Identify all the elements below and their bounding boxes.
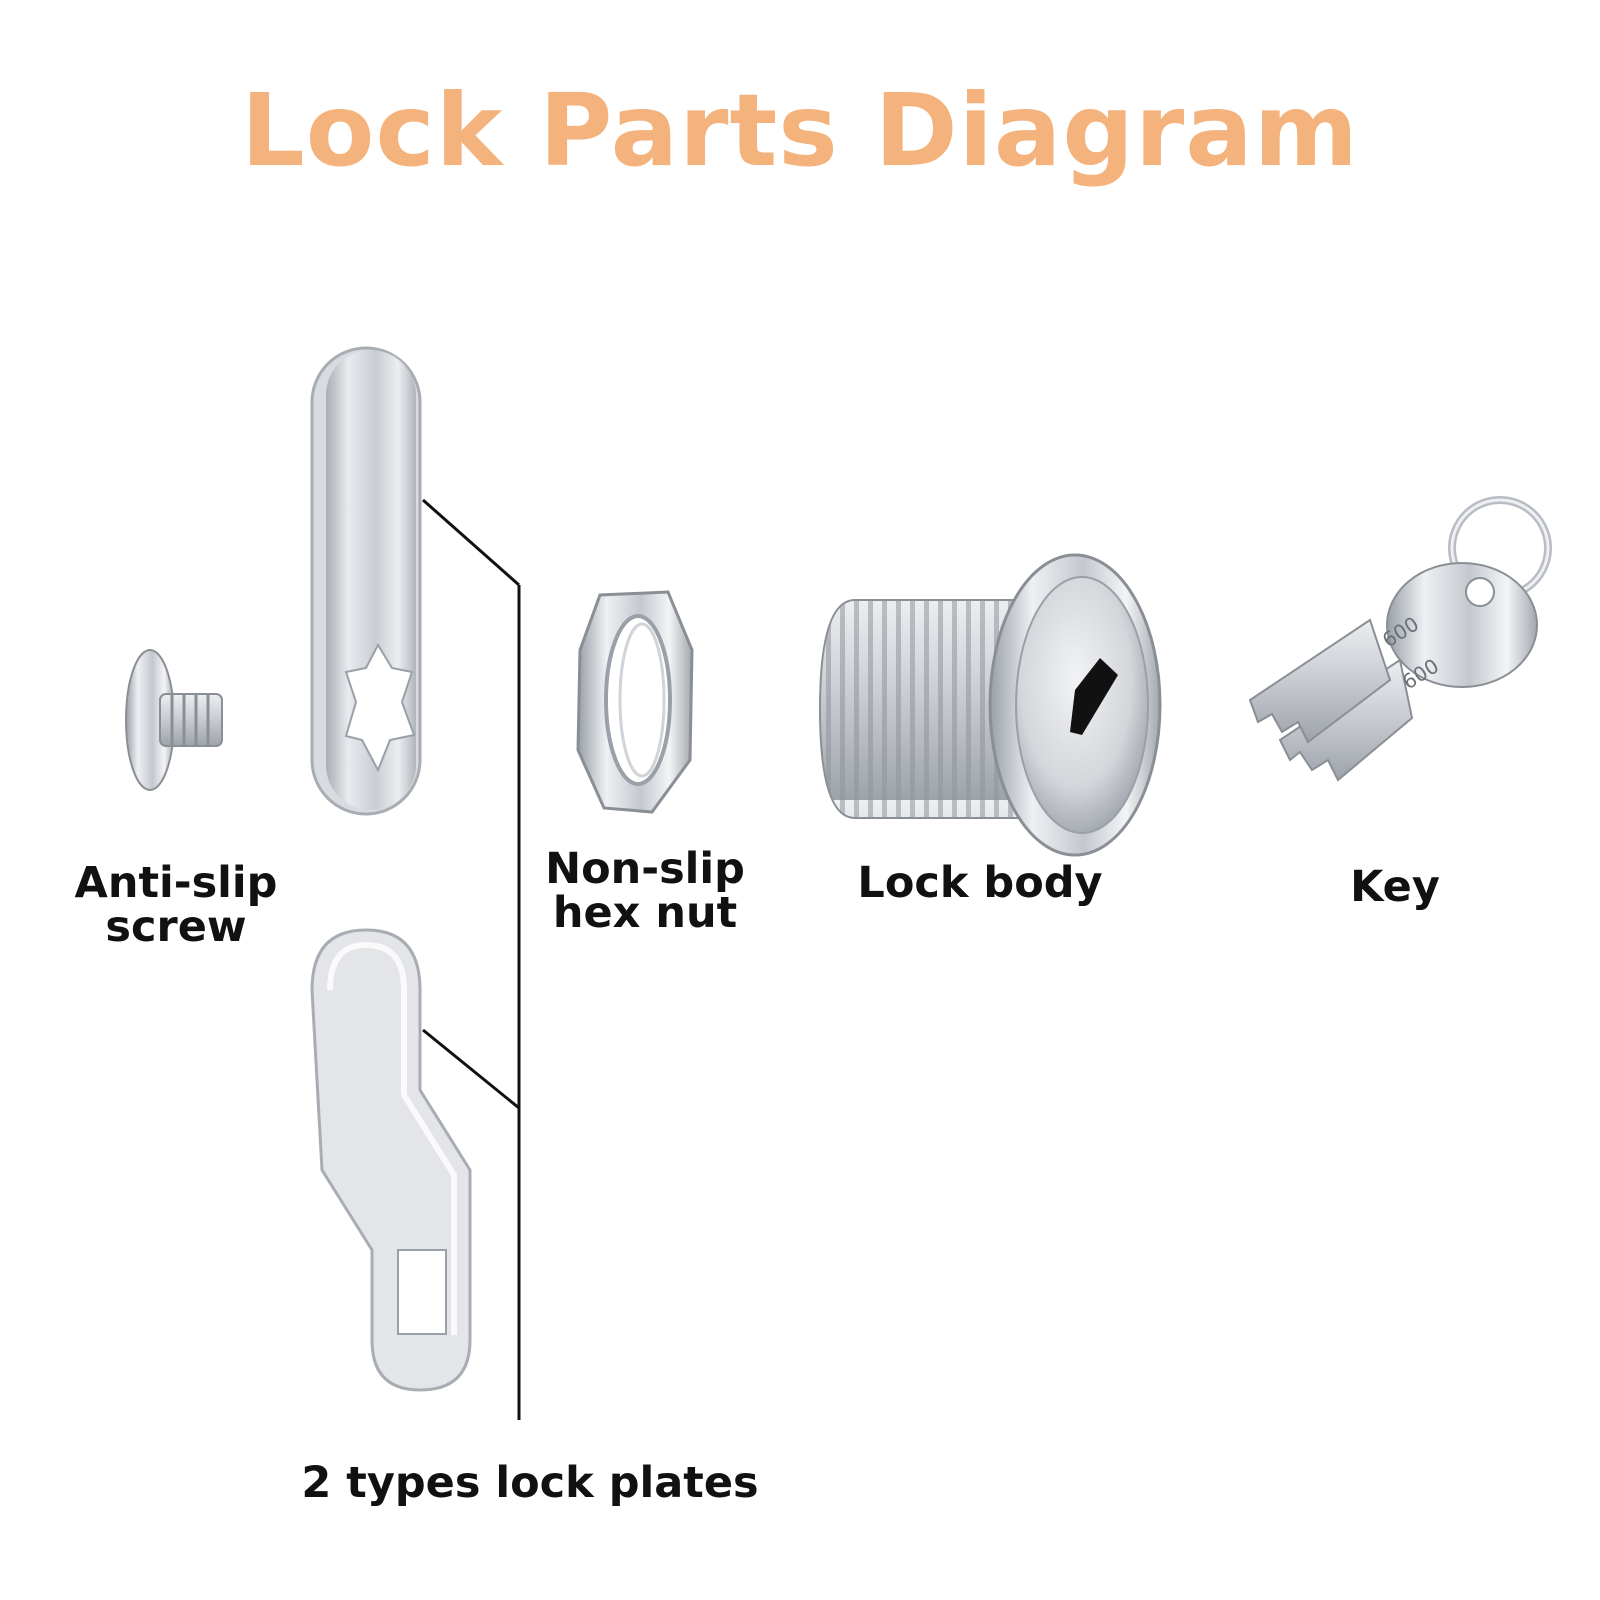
label-anti-slip-screw: Anti-slip screw <box>6 862 346 950</box>
hex-nut-icon <box>578 592 692 812</box>
screw-icon <box>126 650 222 790</box>
lock-plate-icon <box>312 930 470 1390</box>
label-hex-nut: Non-slip hex nut <box>540 848 750 936</box>
lock-plate-straight <box>312 348 420 814</box>
lock-body-icon <box>820 555 1160 855</box>
label-lock-plates: 2 types lock plates <box>300 1462 760 1506</box>
key-icon: 600 600 <box>1250 500 1548 780</box>
label-key: Key <box>1340 866 1450 910</box>
label-lock-body: Lock body <box>850 862 1110 906</box>
